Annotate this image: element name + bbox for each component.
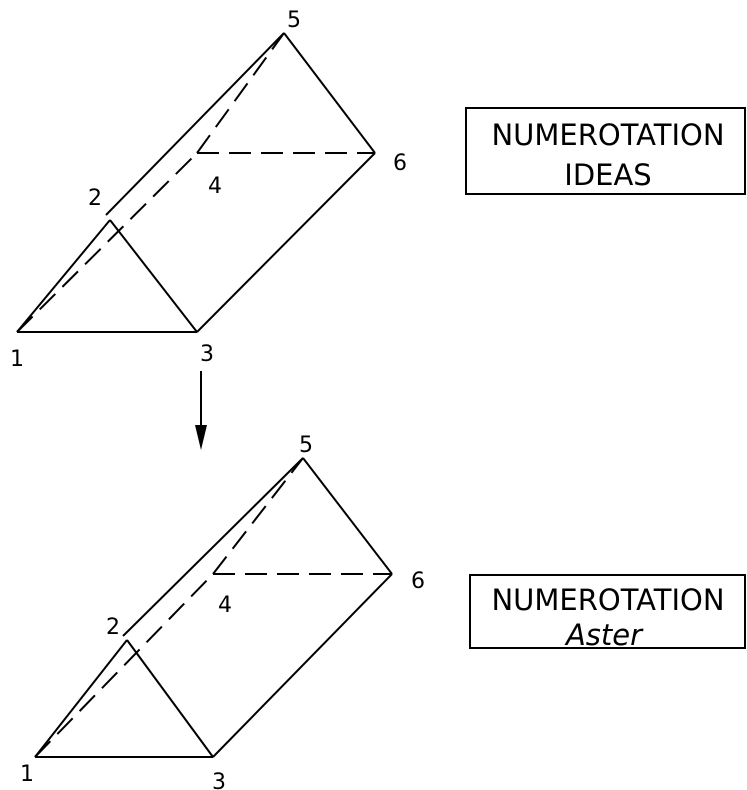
top-caption-line-1: NUMEROTATION (491, 118, 724, 152)
bottom-prism: 1 2 3 4 5 6 (20, 433, 425, 790)
bottom-vertex-label-5: 5 (299, 433, 313, 458)
bottom-vertex-label-4: 4 (218, 593, 232, 618)
top-caption-line-2: IDEAS (564, 158, 651, 192)
bottom-vertex-label-1: 1 (20, 762, 34, 787)
top-vertex-label-4: 4 (208, 174, 222, 199)
top-prism: 1 2 3 4 5 6 (10, 8, 407, 372)
top-vertex-label-1: 1 (10, 347, 24, 372)
top-edge-2-3 (109, 219, 198, 333)
bottom-hidden-edge-4-5 (212, 457, 304, 575)
bottom-vertex-label-2: 2 (106, 615, 120, 640)
bottom-hidden-edge-1-4 (34, 573, 214, 758)
top-vertex-label-5: 5 (287, 8, 301, 33)
down-arrow-head (195, 425, 207, 450)
bottom-caption-line-2: Aster (564, 618, 644, 652)
top-vertex-label-3: 3 (200, 342, 214, 367)
top-caption-box: NUMEROTATION IDEAS (465, 107, 746, 195)
down-arrow (195, 371, 207, 450)
bottom-edge-1-2 (34, 639, 128, 758)
top-vertex-label-2: 2 (88, 186, 102, 211)
top-edge-2-5 (105, 32, 285, 216)
top-hidden-edge-4-5 (196, 32, 285, 154)
bottom-caption-line-1: NUMEROTATION (491, 583, 724, 617)
top-edge-1-2 (16, 219, 111, 333)
bottom-vertex-label-6: 6 (411, 569, 425, 594)
top-vertex-label-6: 6 (393, 151, 407, 176)
bottom-vertex-label-3: 3 (212, 770, 226, 790)
bottom-edge-3-6 (212, 573, 393, 758)
top-hidden-edge-1-4 (16, 152, 198, 333)
top-edge-3-6 (196, 152, 376, 333)
bottom-caption-box: NUMEROTATION Aster (469, 574, 746, 652)
bottom-edge-2-3 (126, 639, 214, 758)
bottom-edge-5-6 (302, 457, 393, 575)
bottom-edge-2-5 (122, 457, 304, 637)
top-edge-5-6 (283, 32, 376, 154)
